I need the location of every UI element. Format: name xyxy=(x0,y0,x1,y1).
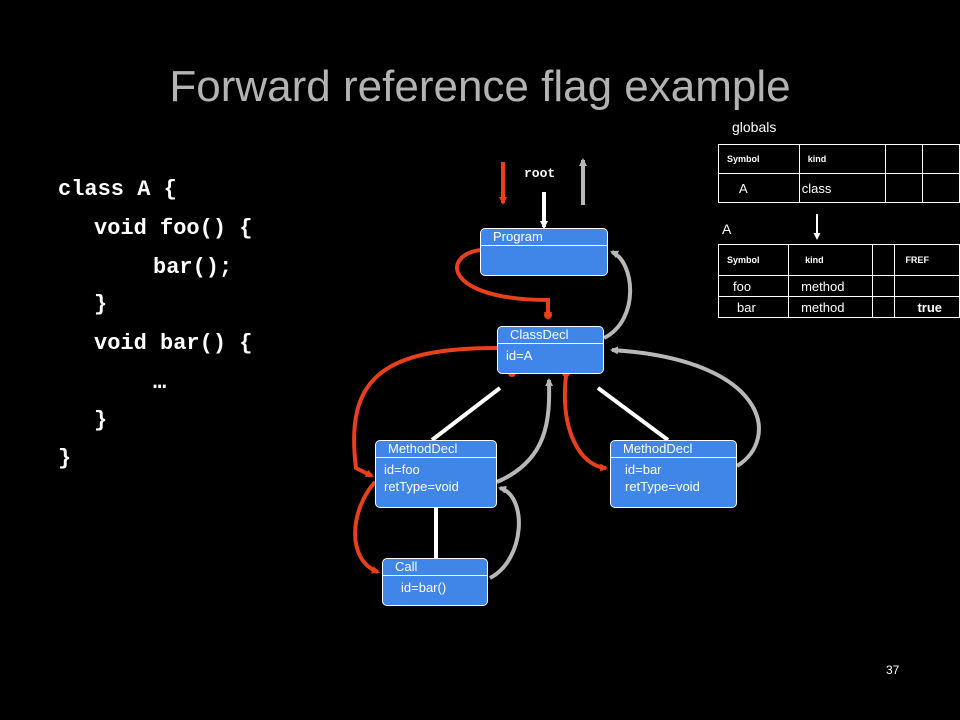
node-methoddecl-foo-head: MethodDecl xyxy=(376,441,496,458)
table-header-cell xyxy=(872,244,896,276)
code-line: } xyxy=(94,408,108,433)
white-edge-classdecl-bar xyxy=(596,386,670,442)
code-line: bar(); xyxy=(153,255,233,280)
node-methoddecl-foo-id: id=foo xyxy=(384,462,420,477)
table-row: A class xyxy=(718,173,960,203)
node-methoddecl-bar: MethodDecl id=bar retType=void xyxy=(610,440,737,508)
node-program: Program xyxy=(480,228,608,276)
node-classdecl: ClassDecl id=A xyxy=(497,326,604,374)
page-number: 37 xyxy=(886,663,900,677)
red-edge-classdecl-bar xyxy=(563,375,608,472)
table-cell: bar xyxy=(717,296,790,318)
table-header-cell: Symbol xyxy=(718,144,800,174)
fref-true-cell: true xyxy=(894,296,960,318)
table-header-cell xyxy=(922,144,960,174)
table-header-cell: FREF xyxy=(894,244,960,276)
table-cell xyxy=(885,173,924,203)
table-cell: method xyxy=(788,296,874,318)
table-header-row: Symbol kind FREF xyxy=(717,244,960,276)
code-line: class A { xyxy=(58,177,177,202)
table-row: foo method xyxy=(717,275,960,297)
node-call-id: id=bar() xyxy=(401,580,447,595)
table-cell: A xyxy=(718,173,800,203)
table-cell xyxy=(894,275,960,297)
gray-edge-foo-classdecl xyxy=(496,378,554,484)
node-methoddecl-foo-rettype: retType=void xyxy=(384,479,459,494)
node-methoddecl-bar-id: id=bar xyxy=(625,462,662,477)
table-row: bar method true xyxy=(717,296,960,318)
node-methoddecl-bar-rettype: retType=void xyxy=(625,479,700,494)
code-line: void bar() { xyxy=(94,331,253,356)
a-symbol-table: Symbol kind FREF foo method bar method t… xyxy=(717,244,960,318)
red-edge-program-classdecl xyxy=(455,248,552,320)
table-header-cell: kind xyxy=(798,144,887,174)
node-methoddecl-bar-head: MethodDecl xyxy=(611,441,736,458)
node-classdecl-head: ClassDecl xyxy=(498,327,603,344)
node-methoddecl-foo-body: id=foo retType=void xyxy=(376,458,496,495)
a-table-label: A xyxy=(722,221,732,237)
root-label: root xyxy=(524,166,556,181)
table-cell xyxy=(922,173,960,203)
table-cell xyxy=(872,296,896,318)
node-call-head: Call xyxy=(383,559,487,576)
node-call: Call id=bar() xyxy=(382,558,488,606)
white-edge-classdecl-foo xyxy=(430,386,502,442)
table-cell xyxy=(872,275,896,297)
slide-title: Forward reference flag example xyxy=(169,62,791,111)
table-header-row: Symbol kind xyxy=(718,144,960,174)
red-edge-classdecl-foo xyxy=(352,346,498,478)
table-header-cell: kind xyxy=(788,244,874,276)
table-header-cell: Symbol xyxy=(717,244,790,276)
globals-label: globals xyxy=(732,119,777,135)
node-methoddecl-foo: MethodDecl id=foo retType=void xyxy=(375,440,497,508)
globals-symbol-table: Symbol kind A class xyxy=(718,144,960,203)
table-cell: foo xyxy=(717,275,790,297)
red-edge-foo-call xyxy=(353,480,380,574)
gray-edge-call-foo xyxy=(488,485,521,580)
gray-edge-bar-classdecl xyxy=(610,346,761,468)
code-line: } xyxy=(58,446,72,471)
gray-edge-classdecl-program xyxy=(603,250,633,340)
table-cell: method xyxy=(788,275,874,297)
code-line: void foo() { xyxy=(94,216,253,241)
node-classdecl-id: id=A xyxy=(506,348,533,363)
table-cell: class xyxy=(798,173,887,203)
red-dot xyxy=(544,311,552,319)
table-header-cell xyxy=(885,144,924,174)
code-line: … xyxy=(153,370,167,395)
code-line: } xyxy=(94,292,108,317)
node-program-head: Program xyxy=(481,229,607,246)
node-methoddecl-bar-body: id=bar retType=void xyxy=(611,458,736,495)
